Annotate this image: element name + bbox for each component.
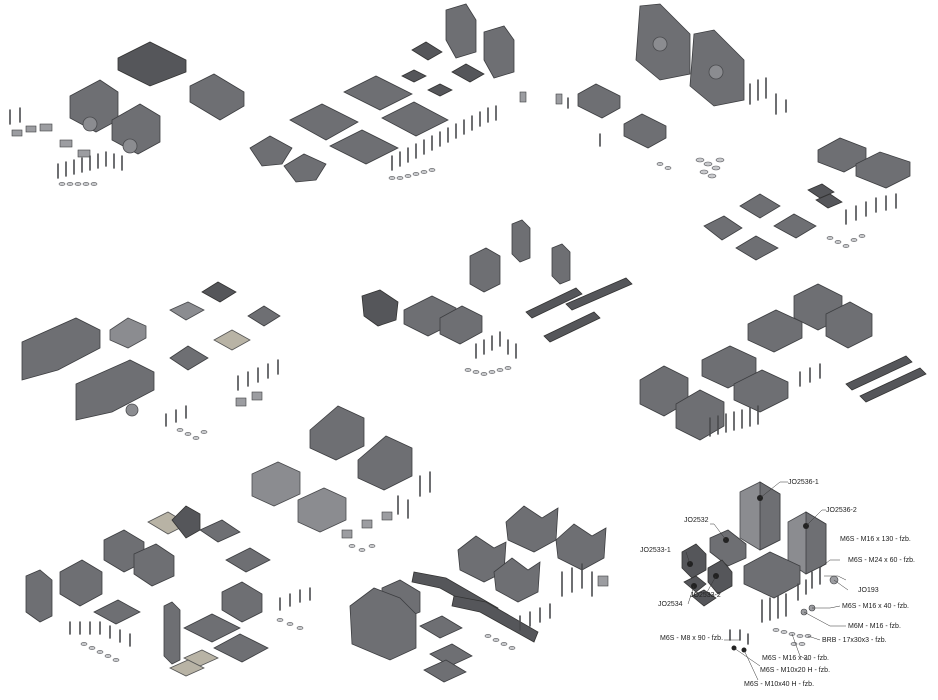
callout-m6s-m24x60: M6S - M24 x 60 - fzb. bbox=[848, 557, 915, 564]
callout-jo2533-2: JO2533-2 bbox=[690, 592, 721, 599]
callout-m6s-m16x130: M6S - M16 x 130 - fzb. bbox=[840, 536, 911, 543]
callout-brb: BRB - 17x30x3 - fzb. bbox=[822, 637, 887, 644]
bracket-kit-2 bbox=[249, 3, 515, 183]
bracket-kit-7 bbox=[639, 283, 927, 441]
bracket-kit-3 bbox=[519, 3, 787, 179]
callout-jo2532: JO2532 bbox=[684, 517, 709, 524]
callout-jo2536-2: JO2536-2 bbox=[826, 507, 857, 514]
bracket-kit-5 bbox=[21, 281, 281, 440]
labeled-assembly: JO2536-1 JO2536-2 JO2532 JO2533-1 JO2533… bbox=[640, 479, 915, 688]
bolt-set bbox=[9, 107, 123, 186]
callout-m6s-m16x40: M6S - M16 x 40 - fzb. bbox=[842, 603, 909, 610]
callout-m6m-m16: M6M - M16 - fzb. bbox=[848, 623, 901, 630]
bracket-kit-9 bbox=[25, 505, 311, 677]
callout-jo2533-1: JO2533-1 bbox=[640, 547, 671, 554]
bolt-set bbox=[464, 331, 517, 376]
bracket-kit-6 bbox=[361, 219, 633, 376]
bracket-kit-10 bbox=[349, 505, 609, 683]
callout-m6s-m10x20h: M6S - M10x20 H - fzb. bbox=[760, 667, 830, 674]
bolt-set bbox=[826, 193, 897, 248]
bracket-kit-1 bbox=[9, 41, 245, 186]
callout-jo193: JO193 bbox=[858, 587, 879, 594]
callout-m6s-m16x30: M6S - M16 x 30 - fzb. bbox=[762, 655, 829, 662]
bolt-set bbox=[341, 471, 431, 552]
bolt-set bbox=[69, 587, 311, 662]
bolt-set bbox=[165, 359, 279, 440]
callout-jo2534: JO2534 bbox=[658, 601, 683, 608]
bolt-set bbox=[709, 363, 821, 437]
bolt-set bbox=[519, 77, 787, 179]
bolt-set bbox=[388, 105, 497, 180]
bolt-set bbox=[484, 563, 609, 650]
callout-m6s-m8x90: M6S - M8 x 90 - fzb. bbox=[660, 635, 723, 642]
bracket-kit-8 bbox=[251, 405, 431, 552]
callout-m6s-m10x40h: M6S - M10x40 H - fzb. bbox=[744, 681, 814, 688]
callout-jo2536-1: JO2536-1 bbox=[788, 479, 819, 486]
bracket-kit-4 bbox=[703, 137, 911, 261]
